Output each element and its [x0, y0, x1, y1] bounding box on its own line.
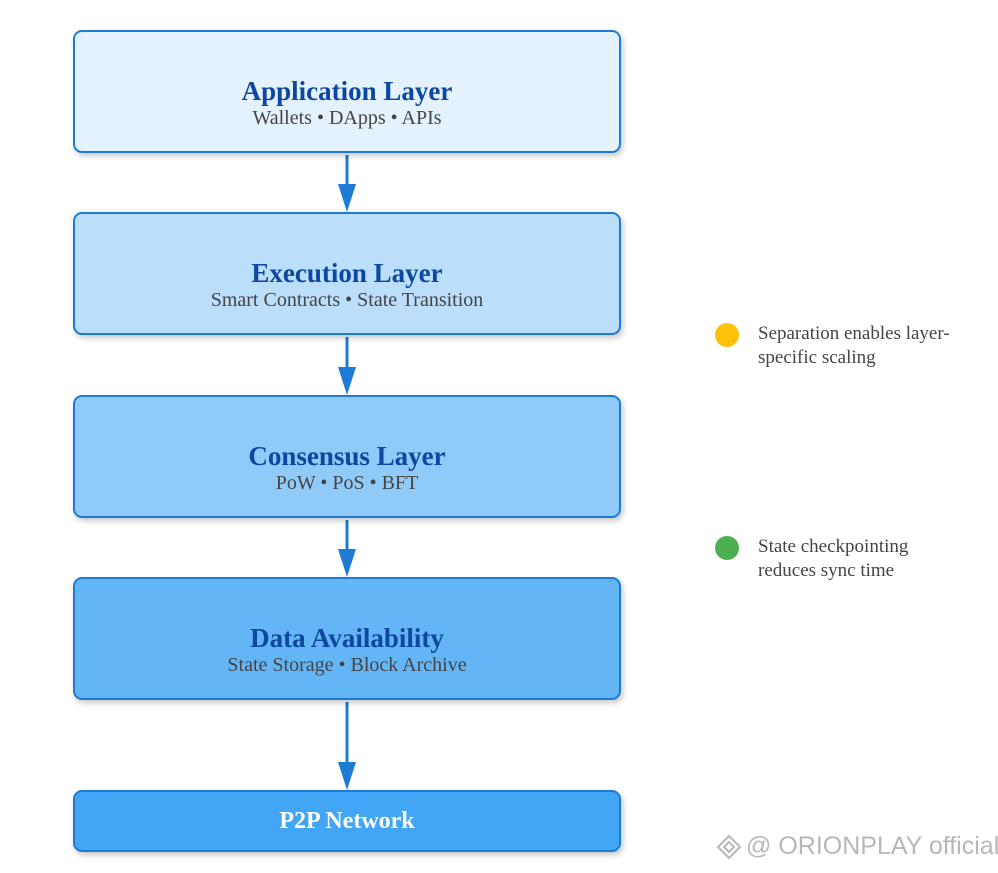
layer-title: P2P Network — [279, 808, 415, 834]
arrowhead-4 — [338, 762, 356, 790]
layer-subtitle: PoW • PoS • BFT — [275, 472, 419, 494]
arrowhead-2 — [338, 367, 356, 395]
application-layer-box: Application Layer Wallets • DApps • APIs — [73, 30, 621, 153]
diamond-logo-icon — [716, 834, 742, 859]
p2p-network-box: P2P Network — [73, 790, 621, 852]
layer-title: Data Availability — [250, 623, 444, 653]
data-availability-layer-box: Data Availability State Storage • Block … — [73, 577, 621, 700]
layer-subtitle: State Storage • Block Archive — [227, 654, 467, 676]
watermark: @ ORIONPLAY official — [716, 832, 998, 861]
layer-subtitle: Wallets • DApps • APIs — [252, 107, 442, 129]
note-text: Separation enables layer-specific scalin… — [758, 323, 950, 368]
note-checkpointing: State checkpointing reduces sync time — [715, 535, 985, 583]
layer-title: Execution Layer — [251, 258, 443, 288]
layer-title: Consensus Layer — [248, 441, 446, 471]
execution-layer-box: Execution Layer Smart Contracts • State … — [73, 212, 621, 335]
note-text: State checkpointing reduces sync time — [758, 536, 909, 581]
layer-title: Application Layer — [241, 76, 453, 106]
arrowhead-1 — [338, 184, 356, 212]
arrowhead-3 — [338, 549, 356, 577]
consensus-layer-box: Consensus Layer PoW • PoS • BFT — [73, 395, 621, 518]
note-scaling: Separation enables layer-specific scalin… — [715, 322, 985, 370]
green-dot-icon — [715, 536, 739, 560]
layer-subtitle: Smart Contracts • State Transition — [210, 289, 484, 311]
watermark-text: @ ORIONPLAY official — [746, 832, 998, 860]
yellow-dot-icon — [715, 323, 739, 347]
